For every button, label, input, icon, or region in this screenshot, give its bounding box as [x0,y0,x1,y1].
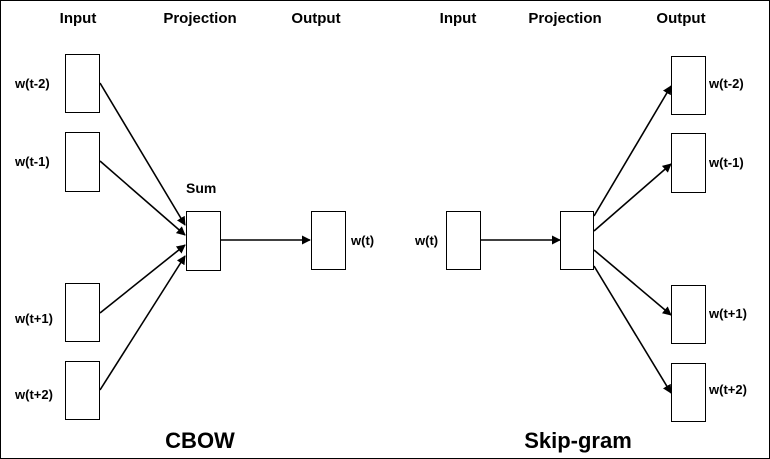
cbow-input-box-t-1 [65,132,100,192]
cbow-output-label: w(t) [351,233,375,248]
skipgram-arrow-t+2 [593,265,672,394]
cbow-header-projection: Projection [163,10,237,27]
skipgram-output-label-t-1: w(t-1) [709,155,744,170]
cbow-arrow-t+2 [99,255,186,391]
skipgram-output-label-t+2: w(t+2) [709,382,747,397]
cbow-input-label-t+1: w(t+1) [15,311,53,326]
skipgram-title: Skip-gram [524,428,632,453]
cbow-input-label-t+2: w(t+2) [15,387,53,402]
skipgram-output-label-t+1: w(t+1) [709,306,747,321]
cbow-arrow-t-2 [99,82,186,226]
cbow-header-output: Output [291,10,341,27]
cbow-output-box [311,211,346,270]
skipgram-projection-box [560,211,594,270]
skipgram-output-box-t-2 [671,56,706,115]
cbow-header-input: Input [59,10,97,27]
skipgram-output-box-t+1 [671,285,706,344]
skipgram-output-label-t-2: w(t-2) [709,76,744,91]
cbow-arrow-t+1 [99,244,186,314]
cbow-input-label-t-2: w(t-2) [15,76,50,91]
skipgram-header-output: Output [656,10,706,27]
skipgram-arrow-t-2 [593,85,672,217]
cbow-input-box-t-2 [65,54,100,113]
cbow-projection-box [186,211,221,271]
cbow-input-label-t-1: w(t-1) [15,154,50,169]
skipgram-arrow-t+1 [593,249,672,316]
cbow-title: CBOW [165,428,235,453]
skipgram-output-box-t+2 [671,363,706,422]
cbow-arrow-t-1 [99,160,186,236]
cbow-input-box-t+1 [65,283,100,342]
cbow-sum-label: Sum [186,180,217,196]
skipgram-header-projection: Projection [528,10,602,27]
skipgram-header-input: Input [439,10,477,27]
skipgram-input-label: w(t) [415,233,439,248]
cbow-input-box-t+2 [65,361,100,420]
skipgram-arrow-t-1 [593,163,672,232]
skipgram-input-box [446,211,481,270]
skipgram-output-box-t-1 [671,133,706,193]
